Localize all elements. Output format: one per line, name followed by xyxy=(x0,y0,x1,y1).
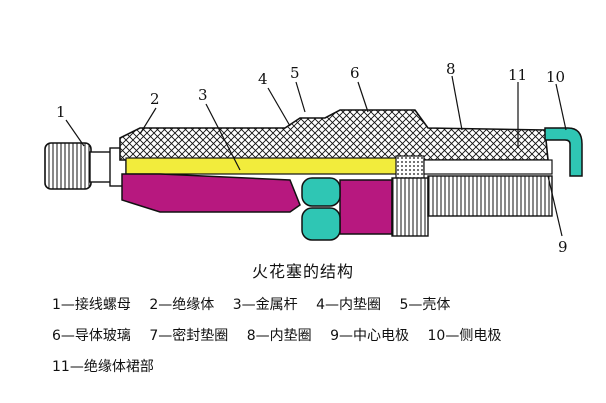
legend-row-1: 1—接线螺母 2—绝缘体 3—金属杆 4—内垫圈 5—壳体 xyxy=(52,294,464,314)
callout-8: 8 xyxy=(446,60,456,78)
legend-row-2: 6—导体玻璃 7—密封垫圈 8—内垫圈 9—中心电极 10—侧电极 xyxy=(52,325,515,345)
legend-item: 2—绝缘体 xyxy=(149,297,215,313)
callout-10: 10 xyxy=(546,68,565,86)
insulator-lower-body xyxy=(121,173,393,235)
legend-row-3: 11—绝缘体裙部 xyxy=(52,356,168,376)
callout-numbers: 1 2 3 4 5 6 8 11 10 9 xyxy=(56,60,568,256)
callout-4: 4 xyxy=(258,70,268,88)
callout-6: 6 xyxy=(350,64,360,82)
legend-item: 9—中心电极 xyxy=(330,328,410,344)
legend-item: 5—壳体 xyxy=(399,297,451,313)
callout-5: 5 xyxy=(290,64,300,82)
side-electrode xyxy=(544,127,583,177)
callout-11: 11 xyxy=(508,66,527,84)
legend-item: 3—金属杆 xyxy=(232,297,298,313)
legend-item: 10—侧电极 xyxy=(427,328,502,344)
insulator xyxy=(119,109,549,161)
diagram-caption: 火花塞的结构 xyxy=(251,262,354,281)
housing-thread xyxy=(391,175,553,237)
callout-2: 2 xyxy=(150,90,160,108)
callout-9: 9 xyxy=(558,238,568,256)
legend-item: 4—内垫圈 xyxy=(316,297,382,313)
callout-1: 1 xyxy=(56,103,66,121)
metal-rod xyxy=(125,157,407,175)
callout-3: 3 xyxy=(198,86,208,104)
legend-item: 7—密封垫圈 xyxy=(149,328,229,344)
legend-item: 8—内垫圈 xyxy=(246,328,312,344)
legend-item: 6—导体玻璃 xyxy=(52,328,131,344)
sealing-washer xyxy=(301,177,341,241)
legend-item: 11—绝缘体裙部 xyxy=(52,359,154,375)
terminal-nut xyxy=(44,142,127,190)
legend-item: 1—接线螺母 xyxy=(52,297,131,313)
center-electrode-channel xyxy=(423,159,553,175)
leader-lines xyxy=(65,75,567,237)
